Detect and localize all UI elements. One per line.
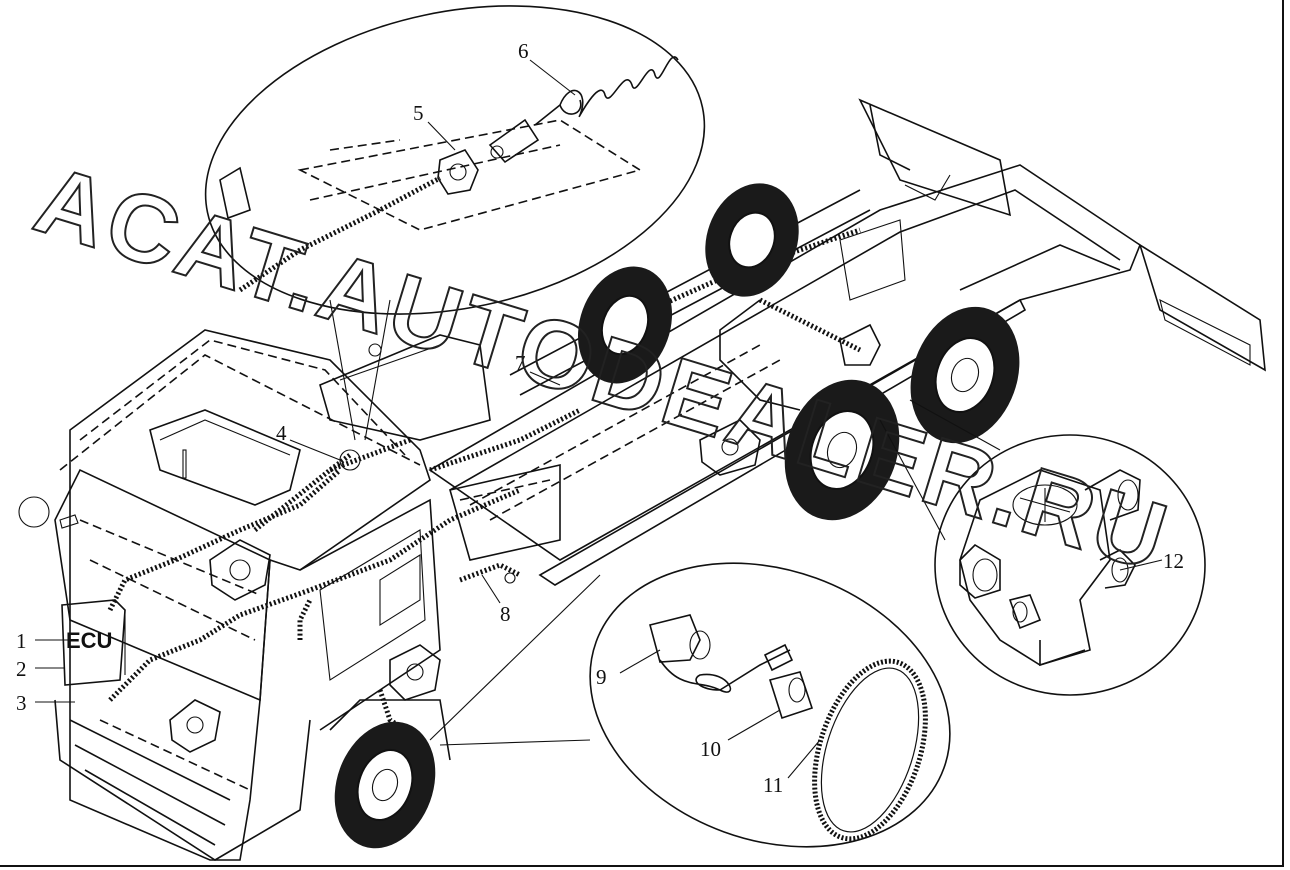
valve-rear — [699, 419, 761, 476]
wheel-rear-right — [910, 306, 1020, 444]
detail-bubble-connector — [204, 5, 706, 441]
connector-8 — [504, 572, 516, 584]
valve-rear-2 — [839, 323, 881, 366]
callout-5: 5 — [413, 101, 424, 125]
ecu-module: ECU — [61, 599, 126, 686]
leader-lines — [35, 59, 1163, 779]
valve-front-right — [169, 699, 221, 753]
abs-modulator-valve — [959, 469, 1141, 667]
wheel-front — [334, 721, 436, 849]
callout-6: 6 — [518, 39, 529, 63]
callout-12: 12 — [1163, 549, 1184, 573]
sensor-bushing — [768, 671, 814, 720]
callout-11: 11 — [763, 773, 783, 797]
wheel-mid-right — [784, 379, 900, 521]
truck-cab — [18, 329, 561, 861]
callout-numbers: 1 2 3 4 5 6 7 8 9 10 11 12 — [16, 39, 1184, 797]
callout-9: 9 — [596, 665, 607, 689]
ecu-label: ECU — [66, 628, 112, 653]
callout-7: 7 — [515, 351, 526, 375]
valve-front-left — [209, 539, 271, 601]
wheel-speed-sensor — [649, 614, 794, 693]
detail-bubble-valve — [879, 399, 1206, 696]
callout-4: 4 — [276, 421, 287, 445]
wheel-mid-left — [577, 266, 673, 384]
wheel-rear-left — [705, 183, 799, 297]
callout-8: 8 — [500, 602, 511, 626]
callout-3: 3 — [16, 691, 27, 715]
modulator-valves — [169, 323, 881, 753]
detail-bubble-sensor — [429, 562, 951, 848]
callout-1: 1 — [16, 629, 27, 653]
wheels — [334, 183, 1020, 849]
callout-2: 2 — [16, 657, 27, 681]
valve-mid — [389, 644, 441, 701]
pole-wheel-ring — [812, 658, 928, 842]
callout-10: 10 — [700, 737, 721, 761]
